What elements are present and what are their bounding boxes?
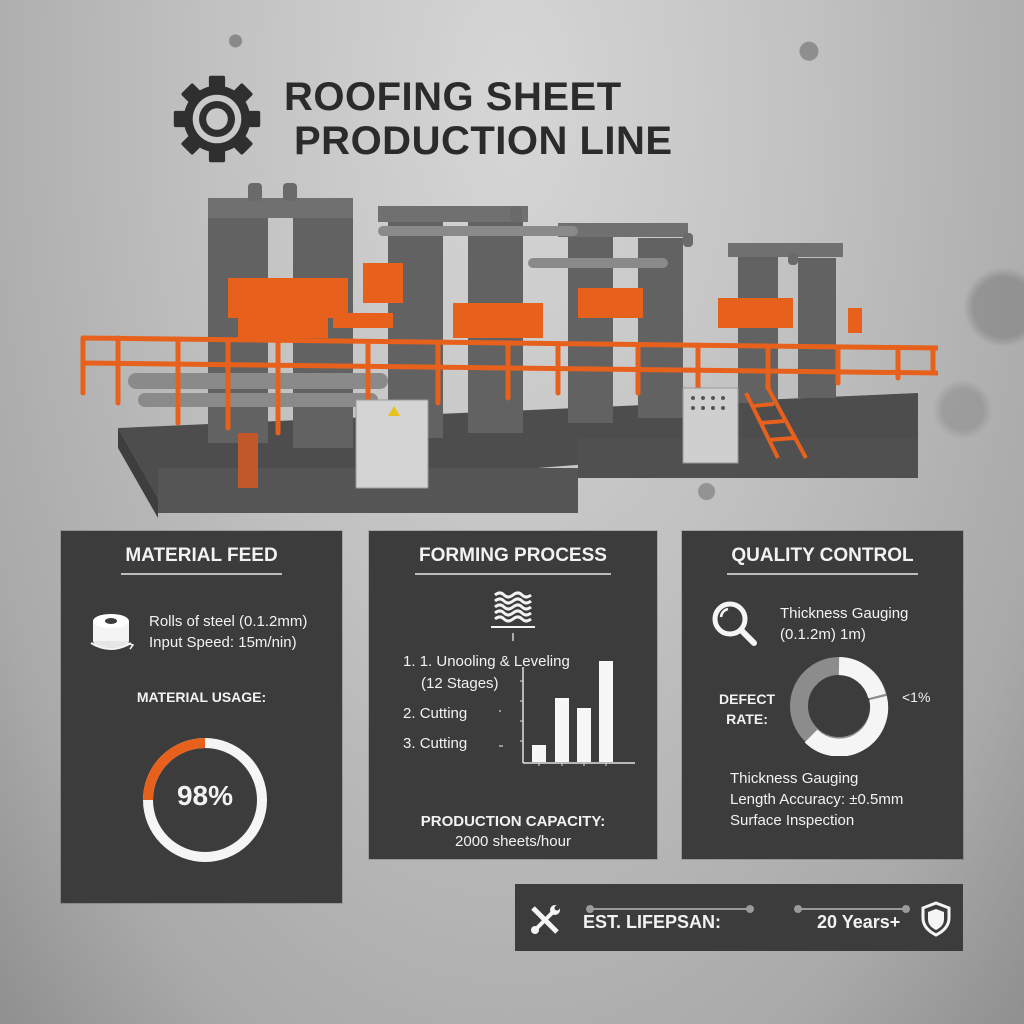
production-capacity-value: 2000 sheets/hour [455,833,571,850]
quality-check-item: Length Accuracy: ±0.5mm [730,791,904,808]
material-usage-label: MATERIAL USAGE: [136,689,267,705]
forming-process-title: FORMING PROCESS [369,545,657,575]
quality-check-item: Thickness Gauging [730,770,859,787]
material-feed-title: MATERIAL FEED [61,545,342,575]
thickness-gauging: Thickness Gauging [780,605,909,622]
thickness-spec: (0.1.2m) 1m) [780,626,866,643]
defect-rate-donut [790,657,889,756]
forming-step-3: 3. Cutting [403,735,468,752]
lifespan-label: EST. LIFEPSAN: [583,912,722,932]
forming-step-2: 2. Cutting [403,705,468,722]
lifespan-divider-left [586,905,754,913]
forming-steps-list: 1. 1. Unooling & Leveling (12 Stages) 2.… [403,651,570,755]
material-feed-panel: MATERIAL FEED Rolls of steel (0.1.2mm) I… [61,531,342,903]
lifespan-divider-right [794,905,910,913]
tools-icon [531,905,560,934]
input-speed: Input Speed: 15m/nin) [149,634,297,651]
steel-roll-spec: Rolls of steel (0.1.2mm) [149,613,308,630]
title-line-2: PRODUCTION LINE [294,119,673,163]
page-title: ROOFING SHEET PRODUCTION LINE [280,75,673,163]
forming-step-1: 1. 1. Unooling & Leveling [403,653,570,670]
quality-check-item: Surface Inspection [730,812,855,829]
quality-control-title: QUALITY CONTROL [682,545,963,575]
material-usage-value: 98% [176,780,234,811]
lifespan-bar: EST. LIFEPSAN: 20 Years+ [515,884,963,951]
defect-rate-value: <1% [902,689,931,705]
defect-rate-label: DEFECT RATE: [719,691,775,727]
title-line-1: ROOFING SHEET [284,75,622,119]
quality-checks-list: Thickness Gauging Length Accuracy: ±0.5m… [730,768,903,831]
corrugated-sheets-icon [491,591,535,641]
magnifier-icon [712,601,757,646]
roll-forming-machine-illustration [80,183,938,518]
material-usage-ring: 98% [141,736,269,864]
forming-step-1-sub: (12 Stages) [421,675,499,692]
page-header: ROOFING SHEET PRODUCTION LINE [172,74,673,164]
quality-control-info: Thickness Gauging (0.1.2m) 1m) [710,599,908,649]
material-feed-info: Rolls of steel (0.1.2mm) Input Speed: 15… [89,609,307,655]
steel-coil-icon [90,614,135,650]
lifespan-value: 20 Years+ [817,912,901,932]
shield-icon [921,901,951,937]
production-capacity-label: PRODUCTION CAPACITY: [420,813,606,830]
gear-icon [173,75,261,163]
quality-control-panel: QUALITY CONTROL Thickness Gauging (0.1.2… [682,531,963,859]
forming-process-panel: FORMING PROCESS 1. 1. Unooling & Levelin… [369,531,657,859]
forming-bar-chart [499,661,635,766]
